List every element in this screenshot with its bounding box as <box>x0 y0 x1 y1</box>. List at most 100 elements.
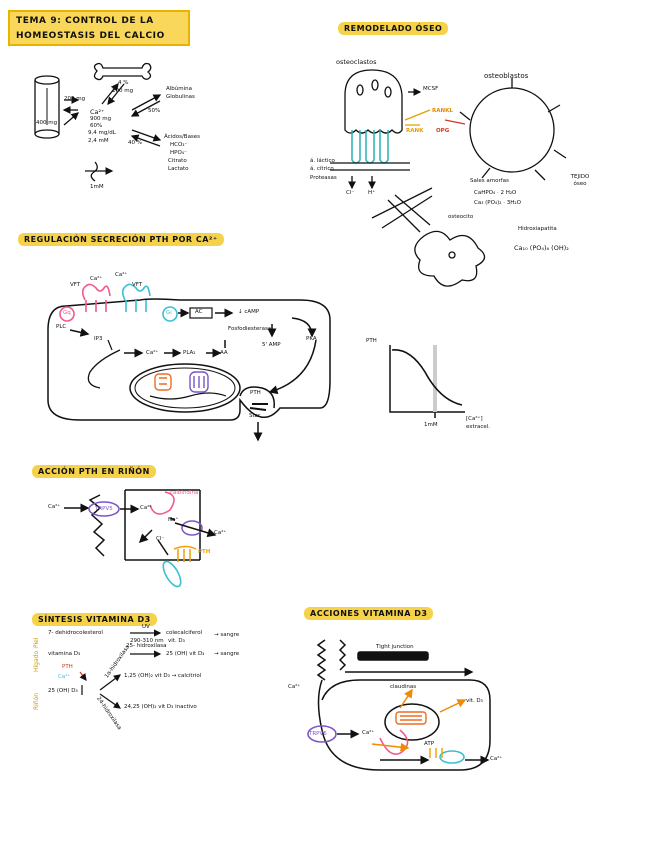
claudinas-label: claudinas <box>390 684 417 690</box>
protein-label-1: Albúmina <box>166 86 193 92</box>
aa-label: AA <box>220 350 228 356</box>
hidroxilasa25-label: 25- hidroxilasa <box>126 643 167 649</box>
oh25-label: 25 (OH) vit D₃ <box>166 651 205 657</box>
hidroxiapatita-formula: Ca₁₀ (PO₄)₆ (OH)₂ <box>514 244 569 252</box>
plasma-ca-label: Ca²⁺ <box>90 108 105 116</box>
heading-remodelado: Remodelado óseo <box>338 22 449 35</box>
complex-label-3: HPO₄⁻ <box>170 150 187 156</box>
vitd3-label: vit. D₃ <box>168 638 185 644</box>
ca-ext-label-1: Ca²⁺ <box>90 276 103 282</box>
heading-sintesis: Síntesis vitamina D3 <box>32 613 157 626</box>
acciones-diagram <box>307 639 491 771</box>
enzyme-label-1: á. láctico <box>310 158 335 164</box>
bone-pct-label: 4 % <box>118 80 129 86</box>
page-title: Tema 9: control de la homeostasis del ca… <box>8 10 190 46</box>
organ-label-piel: Piel <box>33 637 40 648</box>
rinon-pth-label: PTH <box>198 549 211 555</box>
nm-label: 290-310 nm <box>130 638 164 644</box>
protein-pct-label: 50% <box>148 108 161 114</box>
hidroxiapatita-label: Hidroxiapatita <box>518 226 557 232</box>
rank-label: RANK <box>406 128 424 134</box>
complex-label-1: Ácidos/Bases <box>164 134 201 140</box>
rinon-ca-in-label: Ca²⁺ <box>140 505 153 511</box>
plasma-conc-label: 9,4 mg/dL <box>88 130 116 136</box>
ac-label: AC <box>195 309 203 315</box>
bone-mg-label: 200 mg <box>112 88 134 94</box>
calcitriol-label: 1,25 (OH)₂ vit D₃ → calcitriol <box>124 673 202 679</box>
gq-label: Gq <box>63 310 71 316</box>
inactive-label: 24,25 (OH)₂ vit D₃ inactivo <box>124 704 197 710</box>
acciones-vitd-label: vit. D₃ <box>466 698 483 704</box>
trpv6-label: TRPV6 <box>309 731 327 737</box>
fosfodiesterasa-label: Fosfodiesterasa <box>228 326 272 332</box>
osteoclastos-label: osteoclastos <box>336 58 377 66</box>
sangre-label-1: → sangre <box>214 632 240 638</box>
pth-regulator-label: PTH <box>62 664 73 670</box>
mcsf-label: MCSF <box>423 86 439 92</box>
complex-label-4: Citrato <box>168 158 187 164</box>
h-label: H⁺ <box>368 190 376 196</box>
regulacion-diagram <box>47 283 331 442</box>
cl-label: Cl⁻ <box>346 190 355 196</box>
salt2-label: Ca₃ (PO₄)₂ · 3H₂O <box>474 200 521 206</box>
pka-label: PKA <box>306 336 317 342</box>
rinon-diagram <box>64 489 217 588</box>
vft-label-2: VFT <box>132 282 143 288</box>
acciones-ca-in-label: Ca²⁺ <box>362 730 375 736</box>
heading-regulacion: Regulación secreción PTH por Ca²⁺ <box>18 233 224 246</box>
opg-label: OPG <box>436 128 450 134</box>
complex-label-5: Lactato <box>168 166 189 172</box>
sintesis-diagram <box>79 629 162 709</box>
sintesis-step1: 7- dehidrocolesterol <box>48 630 103 636</box>
homeostasis-diagram <box>34 62 162 182</box>
graph-xlabel-1: [Ca²⁺] <box>466 416 483 422</box>
remodelado-diagram <box>330 69 567 287</box>
graph-ylabel: PTH <box>366 338 377 344</box>
complex-pct-label: 40 % <box>128 140 142 146</box>
trpv5-label: TRPV5 <box>95 506 113 512</box>
plasma-fraction-label: 60% <box>90 123 103 129</box>
label-200mg: 200 mg <box>64 96 86 102</box>
enzyme-label-2: á. cítrico <box>310 166 334 172</box>
tight-junction-label: Tight junction <box>376 644 414 650</box>
star-label: Star <box>249 413 261 419</box>
pth-calcium-graph <box>389 345 465 418</box>
organ-label-rinon: Riñón <box>33 692 40 710</box>
page-title-line2: homeostasis del calcio <box>16 31 165 41</box>
uv-label: UV <box>142 624 150 630</box>
ca-regulator-label: Ca²⁺ <box>58 674 71 680</box>
gi-label: Gi <box>166 310 172 316</box>
ip3-label: IP3 <box>94 336 103 342</box>
enzyme-label-3: Proteasas <box>310 175 337 181</box>
na-label: Na⁺ <box>168 517 179 523</box>
page-title-line1: Tema 9: control de la <box>16 16 154 26</box>
acciones-ca-exit-label: Ca²⁺ <box>490 756 503 762</box>
pla2-label: PLA₂ <box>183 350 196 356</box>
ca-int-label: Ca²⁺ <box>146 350 159 356</box>
atp-label: ATP <box>424 741 435 747</box>
free-ca-label: 1mM <box>90 184 104 190</box>
salt1-label: CaHPO₄ · 2 H₂O <box>474 190 517 196</box>
calbindina-label: calbindina <box>170 490 199 496</box>
rinon-cl-label: Cl⁻ <box>156 536 165 542</box>
heading-acciones: Acciones vitamina D3 <box>304 607 434 620</box>
graph-tick-1mm: 1mM <box>424 422 438 428</box>
osteoblastos-label: osteoblastos <box>484 72 529 80</box>
complex-label-2: HCO₃⁻ <box>170 142 188 148</box>
camp-label: ↓ cAMP <box>238 309 260 315</box>
graph-xlabel-2: extracel. <box>466 424 491 430</box>
sangre-label-2: → sangre <box>214 651 240 657</box>
ca-ext-label-2: Ca²⁺ <box>115 272 128 278</box>
rinon-oh25-label: 25 (OH) D₃ <box>48 688 78 694</box>
pth-vesicle-label: PTH <box>250 390 261 396</box>
rinon-ca-label: Ca²⁺ <box>48 504 61 510</box>
plasma-mm-label: 2,4 mM <box>88 138 109 144</box>
tejido-label: TEJIDO óseo <box>570 174 590 187</box>
vitamina-d3-label: vitamina D₃ <box>48 651 81 657</box>
amp-label: 5' AMP <box>262 342 281 348</box>
plc-label: PLC <box>56 324 67 330</box>
sales-label: Sales amorfas <box>470 178 509 184</box>
plasma-mg-label: 900 mg <box>90 116 112 122</box>
label-400mg: 400 mg <box>36 120 58 126</box>
